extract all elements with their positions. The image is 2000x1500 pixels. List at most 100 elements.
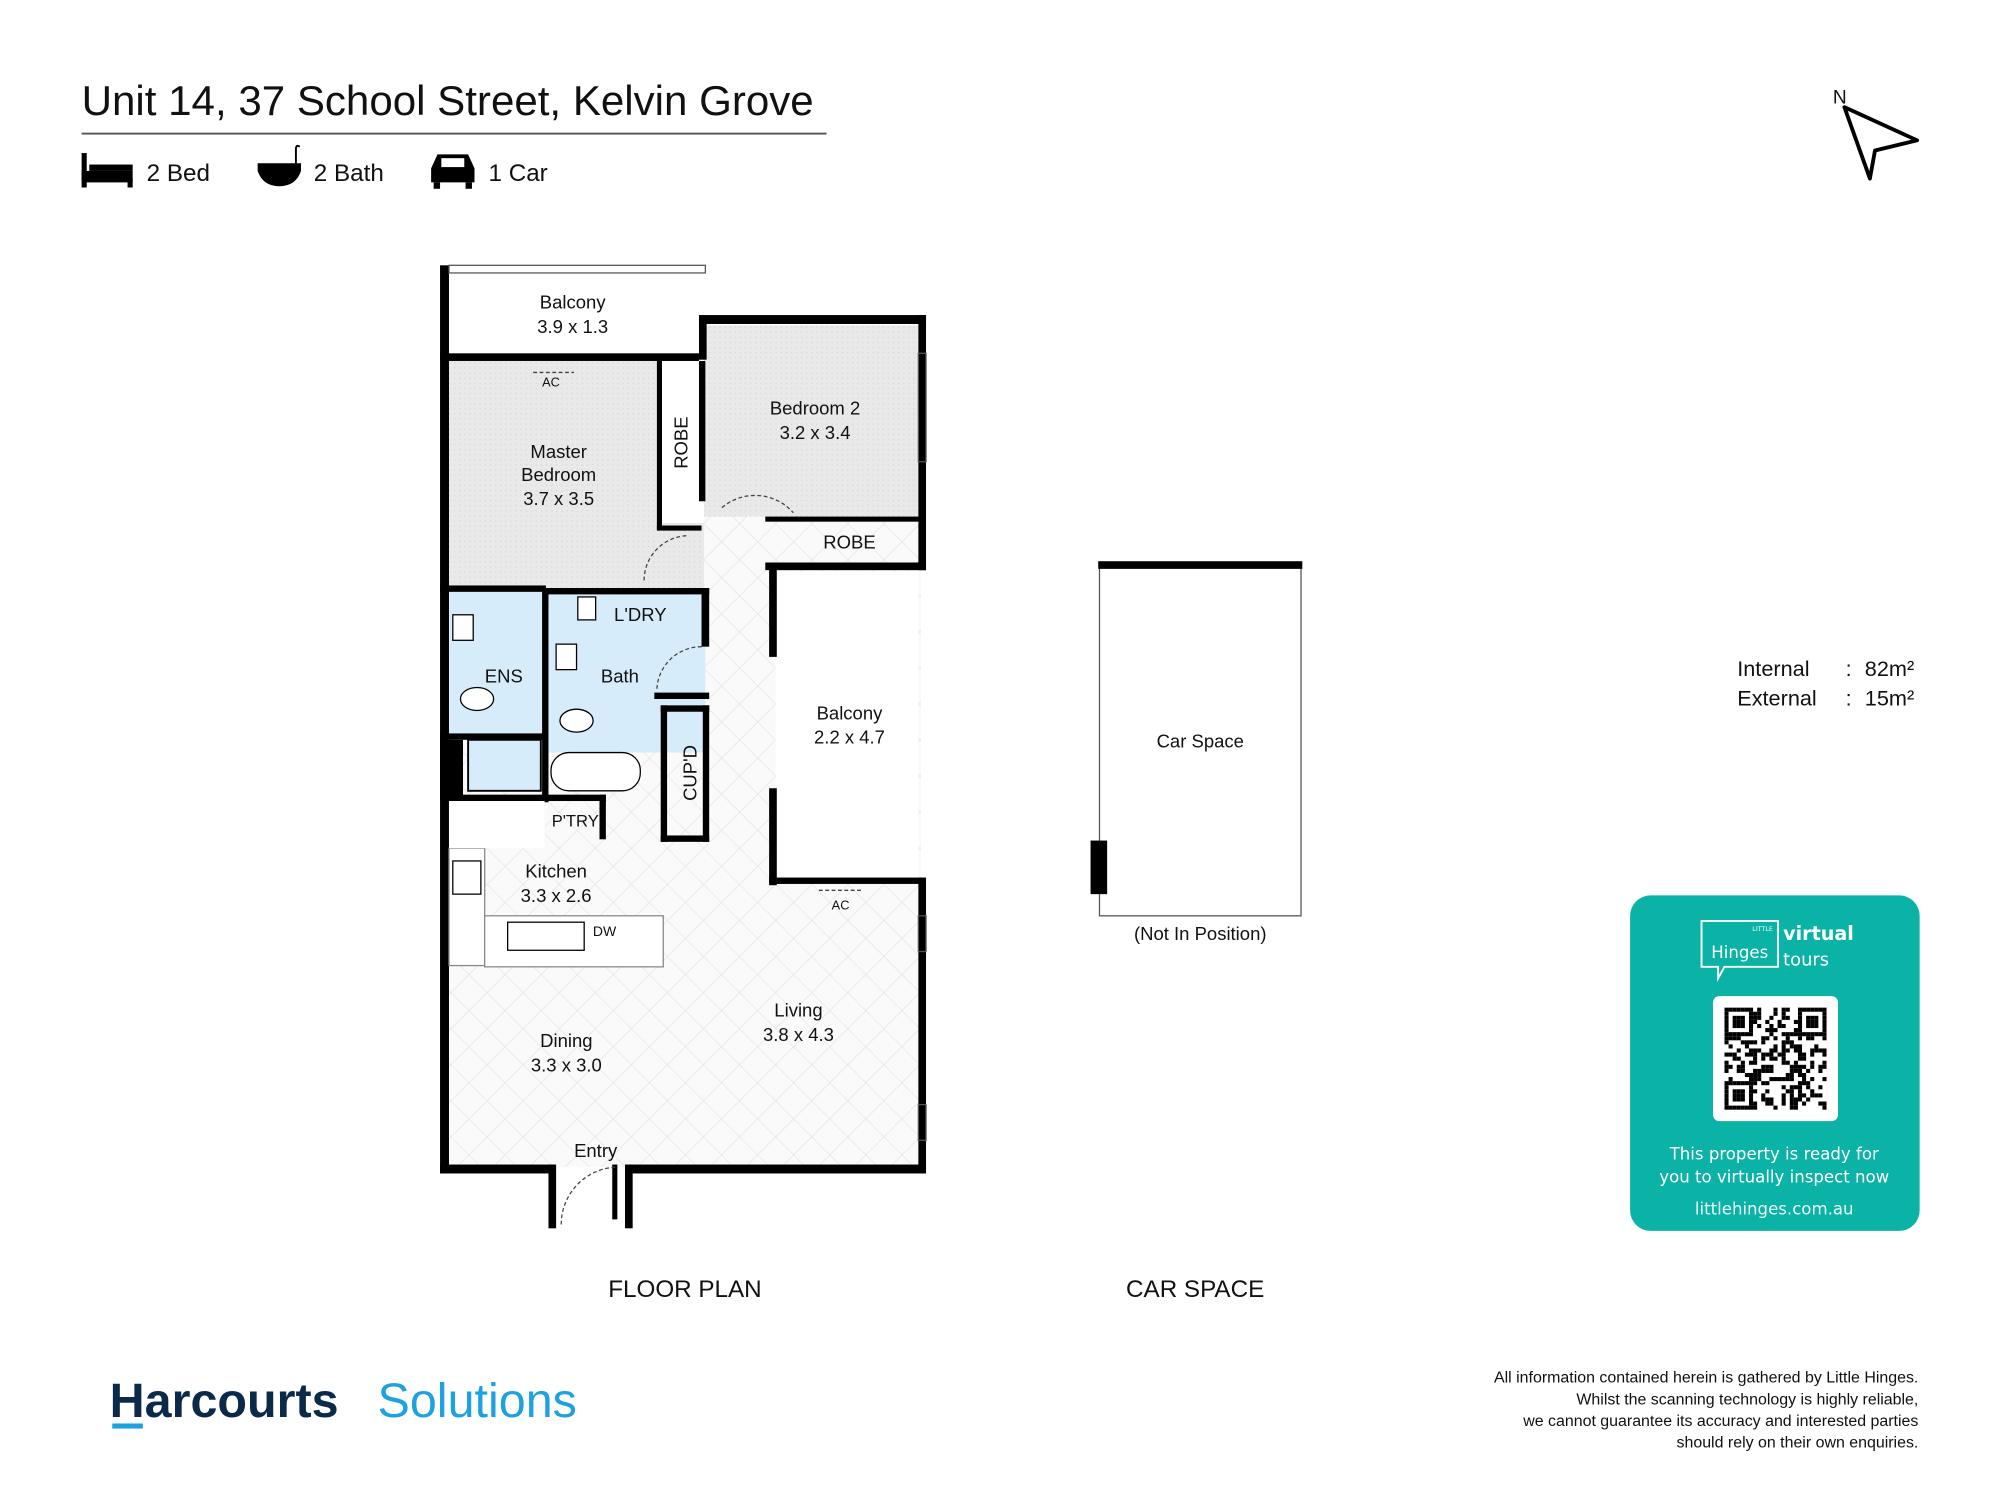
qr-module [1797,1044,1803,1049]
qr-module [1724,1032,1729,1037]
qr-module [1728,1077,1733,1082]
qr-module [1748,1089,1754,1094]
qr-module [1765,1101,1770,1106]
qr-module [1724,1093,1729,1098]
room-label-balcony: Balcony [540,292,607,313]
room-label-master-2: Bedroom [521,464,596,485]
qr-module [1810,1019,1815,1024]
qr-module [1781,1032,1786,1037]
qr-module [1797,1007,1803,1012]
qr-module [1753,1089,1758,1094]
qr-module [1761,1097,1766,1102]
room-label-robe-2: ROBE [823,531,875,552]
qr-module [1781,1052,1786,1057]
qr-module [1748,1028,1754,1033]
qr-module [1818,1048,1823,1053]
qr-module [1728,1007,1733,1012]
qr-module [1822,1007,1827,1012]
qr-module [1773,1077,1778,1082]
qr-module [1797,1081,1803,1086]
qr-module [1810,1036,1815,1041]
room-size-balcony-side: 2.2 x 4.7 [814,727,885,748]
room-label-dining: Dining [540,1030,592,1051]
qr-module [1802,1081,1807,1086]
qr-module [1797,1097,1803,1102]
qr-module [1753,1040,1758,1045]
room-size-balcony: 3.9 x 1.3 [537,316,608,337]
qr-module [1797,1028,1803,1033]
qr-module [1740,1093,1745,1098]
qr-module [1789,1072,1794,1078]
qr-module [1769,1028,1774,1033]
virtual-tour-card[interactable]: LITTLE Hinges virtual tours This propert… [1630,895,1920,1231]
qr-module [1769,1023,1774,1029]
qr-module [1736,1105,1741,1110]
qr-module [1810,1007,1815,1012]
qr-module [1740,1068,1745,1073]
qr-module [1810,1015,1815,1020]
room-label-robe: ROBE [671,416,692,468]
qr-module [1773,1105,1778,1110]
promo-url-link[interactable]: littlehinges.com.au [1695,1199,1854,1218]
qr-module [1814,1044,1819,1049]
qr-module [1773,1044,1778,1049]
qr-module [1740,1064,1745,1069]
qr-module [1822,1032,1827,1037]
svg-text:we cannot guarantee its accura: we cannot guarantee its accuracy and int… [1522,1413,1918,1430]
qr-module [1781,1044,1786,1049]
qr-module [1748,1048,1754,1053]
qr-module [1724,1097,1729,1102]
qr-module [1802,1077,1807,1082]
side-balcony-area [775,571,919,881]
qr-module [1748,1015,1754,1020]
qr-module [1781,1048,1786,1053]
bedroom2-area [704,325,919,517]
qr-module [1724,1036,1729,1041]
qr-module [1728,1044,1733,1049]
qr-module [1818,1064,1823,1069]
qr-module [1761,1093,1766,1098]
room-label-bedroom2: Bedroom 2 [770,398,860,419]
car-space-plan: Car Space (Not In Position) [1090,561,1303,944]
qr-module [1769,1101,1774,1106]
qr-module [1748,1101,1754,1106]
qr-module [1732,1015,1737,1020]
car-space-caption: CAR SPACE [1126,1276,1264,1303]
qr-module [1769,1056,1774,1061]
qr-module [1822,1011,1827,1016]
qr-module [1785,1040,1790,1045]
qr-module [1785,1089,1790,1094]
qr-module [1797,1052,1803,1057]
qr-module [1753,1072,1758,1078]
qr-module [1732,1105,1737,1110]
qr-module [1757,1072,1762,1078]
qr-module [1822,1028,1827,1033]
car-icon [431,154,475,189]
qr-module [1753,1068,1758,1073]
qr-module [1732,1019,1737,1024]
room-label-bath: Bath [601,665,639,686]
qr-module [1736,1056,1741,1061]
qr-module [1728,1081,1733,1086]
qr-module [1818,1007,1823,1012]
qr-module [1793,1028,1798,1033]
qr-module [1806,1032,1811,1037]
qr-module [1785,1048,1790,1053]
external-label: External [1737,685,1817,710]
qr-module [1744,1040,1749,1045]
qr-module [1732,1097,1737,1102]
qr-module [1740,1040,1745,1045]
qr-module [1740,1032,1745,1037]
bed-icon [81,153,133,188]
qr-code[interactable] [1724,1007,1827,1110]
qr-module [1806,1015,1811,1020]
qr-module [1797,1048,1803,1053]
room-label-balcony-side: Balcony [817,702,884,723]
qr-module [1814,1015,1819,1020]
qr-module [1736,1064,1741,1069]
qr-module [1781,1077,1786,1082]
qr-module [1740,1015,1745,1020]
qr-module [1724,1089,1729,1094]
qr-module [1793,1019,1798,1024]
